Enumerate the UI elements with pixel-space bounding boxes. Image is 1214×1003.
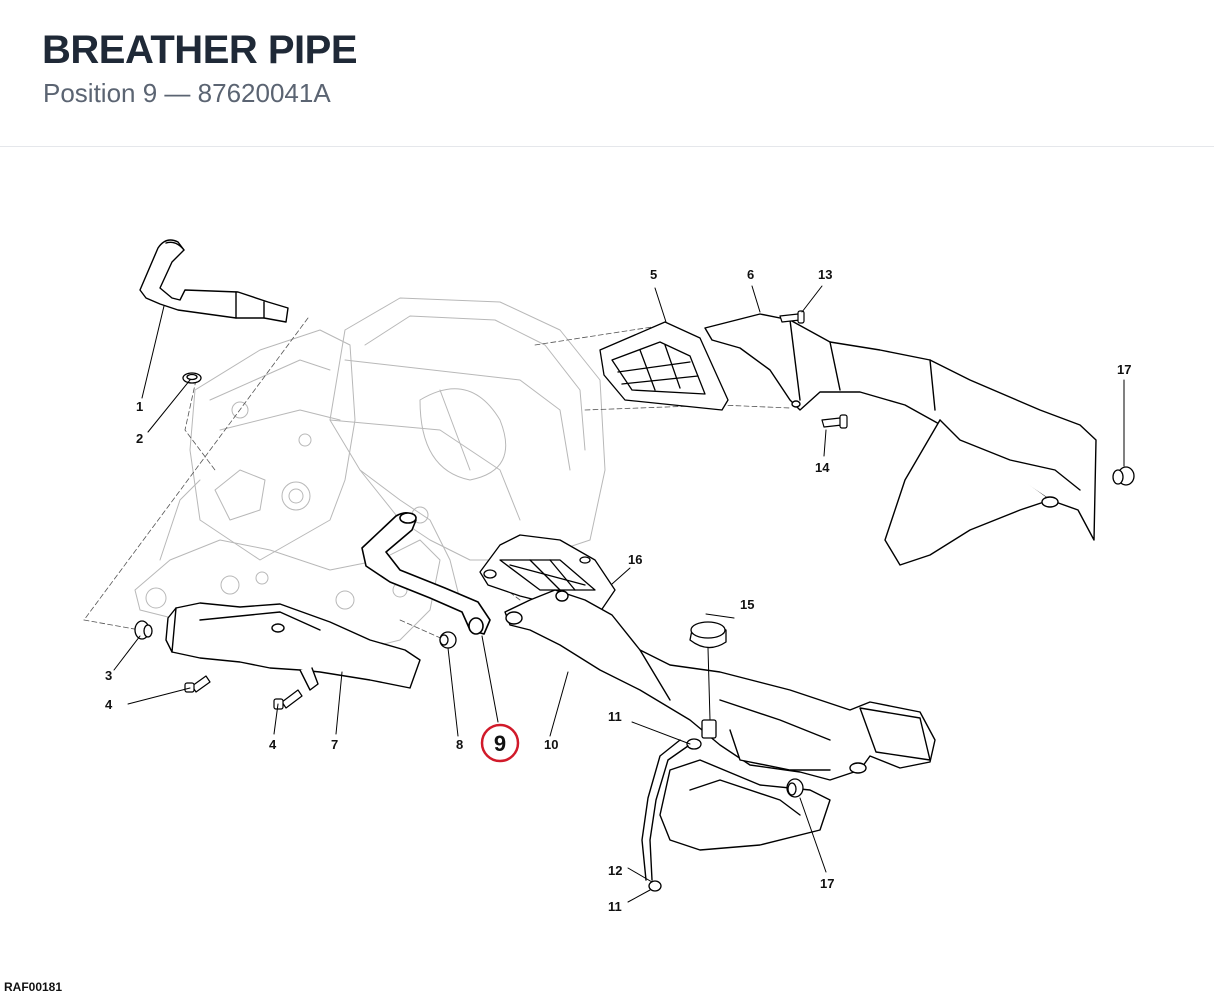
part-4-screw-a (184, 675, 211, 693)
part-1-breather-hose (139, 239, 289, 323)
part-15-cap (689, 621, 727, 649)
part-17-grommet-upper (1112, 466, 1135, 486)
part-2-clip (182, 372, 202, 384)
callout-17-lower: 17 (820, 876, 834, 891)
callout-16: 16 (628, 552, 642, 567)
highlighted-callout-9[interactable]: 9 (480, 723, 520, 763)
page-title: BREATHER PIPE (42, 28, 358, 72)
callout-8: 8 (456, 737, 463, 752)
subtitle-separator: — (164, 78, 191, 108)
part-11-clamp-upper (686, 719, 717, 750)
callout-13: 13 (818, 267, 832, 282)
highlight-ring (480, 723, 520, 763)
part-3-washer (134, 620, 153, 640)
part-11-clamp-lower (648, 880, 662, 892)
callout-7: 7 (331, 737, 338, 752)
part-7-lower-duct (165, 602, 421, 691)
part-16-flange (479, 534, 616, 613)
callout-14: 14 (815, 460, 830, 475)
callout-12: 12 (608, 863, 622, 878)
part-17-grommet-lower (786, 778, 804, 798)
callout-5: 5 (650, 267, 657, 282)
callout-6: 6 (747, 267, 754, 282)
callout-10: 10 (544, 737, 558, 752)
callout-2: 2 (136, 431, 143, 446)
callout-1: 1 (136, 399, 143, 414)
callout-3: 3 (105, 668, 112, 683)
exploded-parts-diagram: 1 2 3 4 4 5 6 7 8 10 11 11 12 13 14 15 1… (83, 239, 1135, 914)
page-header: BREATHER PIPE Position 9 — 87620041A (0, 0, 1214, 147)
part-6-air-duct (704, 313, 1097, 566)
callout-4-a: 4 (105, 697, 113, 712)
highlight-number: 9 (494, 731, 506, 756)
subtitle-position: Position 9 (43, 78, 158, 108)
callout-4-b: 4 (269, 737, 277, 752)
part-5-grid (599, 321, 729, 411)
callout-15: 15 (740, 597, 754, 612)
page-subtitle: Position 9 — 87620041A (43, 78, 331, 109)
callout-11-upper: 11 (608, 709, 622, 724)
callout-17-upper: 17 (1117, 362, 1131, 377)
callout-labels: 1 2 3 4 4 5 6 7 8 10 11 11 12 13 14 15 1… (105, 267, 1131, 914)
callout-11-lower: 11 (608, 899, 622, 914)
part-10-intake-duct (504, 589, 936, 851)
leader-lines (113, 285, 1125, 903)
subtitle-part-number: 87620041A (197, 78, 331, 108)
part-8-washer (439, 631, 457, 649)
part-12-hose (641, 739, 689, 881)
drawing-reference-code: RAF00181 (4, 980, 63, 994)
part-13-screw (779, 310, 805, 324)
part-14-screw (821, 414, 848, 429)
part-9-breather-pipe (361, 512, 491, 635)
